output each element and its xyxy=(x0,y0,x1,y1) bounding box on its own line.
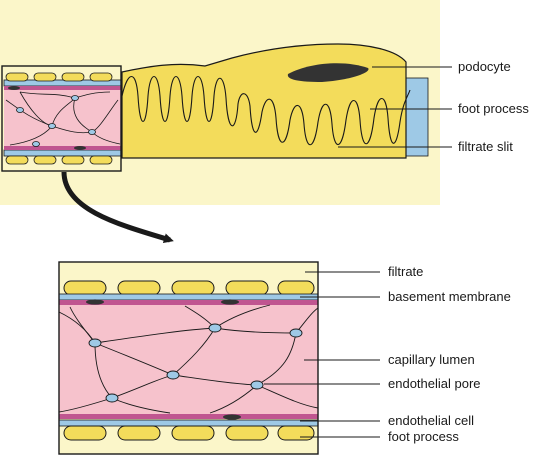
overview-pores xyxy=(16,95,96,147)
filtrate-label: filtrate xyxy=(388,264,423,279)
foot-process-label-bottom: foot process xyxy=(388,429,459,444)
pore xyxy=(250,380,264,390)
detail-endothelial-nuclei xyxy=(86,299,241,420)
filtrate-slit-line xyxy=(121,75,411,146)
pore xyxy=(88,338,102,348)
pore xyxy=(166,370,180,380)
detail-capillary-lumen xyxy=(59,305,318,414)
overview-capillary xyxy=(1,65,123,172)
detail-frame xyxy=(58,261,319,455)
overview-zoom-frame xyxy=(1,65,122,172)
overview-foot-pills-top xyxy=(5,72,113,82)
zoom-arrow xyxy=(61,171,174,244)
detail-panel: filtrate basement membrane capillary lum… xyxy=(58,261,511,455)
detail-basement-membrane-bottom xyxy=(58,419,319,427)
foot-process-label-top: foot process xyxy=(458,101,529,116)
overview-endothelium-bottom xyxy=(4,146,122,150)
detail-leader-lines xyxy=(264,271,380,438)
pore xyxy=(208,323,222,333)
endothelial-cell-label: endothelial cell xyxy=(388,413,474,428)
detail-foot-pills-top xyxy=(63,280,315,296)
overview-endothelium-top xyxy=(4,86,122,90)
detail-foot-pills-bottom xyxy=(63,425,315,441)
overview-membrane-bottom xyxy=(3,149,123,157)
podocyte-nucleus xyxy=(287,63,369,82)
overview-panel: podocyte foot process filtrate slit xyxy=(0,0,529,205)
overview-lumen xyxy=(4,86,122,156)
podocyte-label: podocyte xyxy=(458,59,511,74)
overview-foot-pills-bottom xyxy=(5,155,113,165)
basement-membrane-label: basement membrane xyxy=(388,289,511,304)
endothelial-pore-label: endothelial pore xyxy=(388,376,481,391)
detail-basement-membrane-top xyxy=(58,293,319,301)
overview-nuclei xyxy=(8,86,86,150)
detail-endothelial-pores xyxy=(88,323,303,403)
filtrate-slit-label: filtrate slit xyxy=(458,139,513,154)
capillary-lumen-label: capillary lumen xyxy=(388,352,475,367)
pore xyxy=(105,393,119,403)
detail-endothelium-bottom xyxy=(59,414,318,419)
overview-leader-lines xyxy=(338,66,452,148)
detail-endothelium-top xyxy=(59,300,318,305)
pore xyxy=(289,328,303,338)
